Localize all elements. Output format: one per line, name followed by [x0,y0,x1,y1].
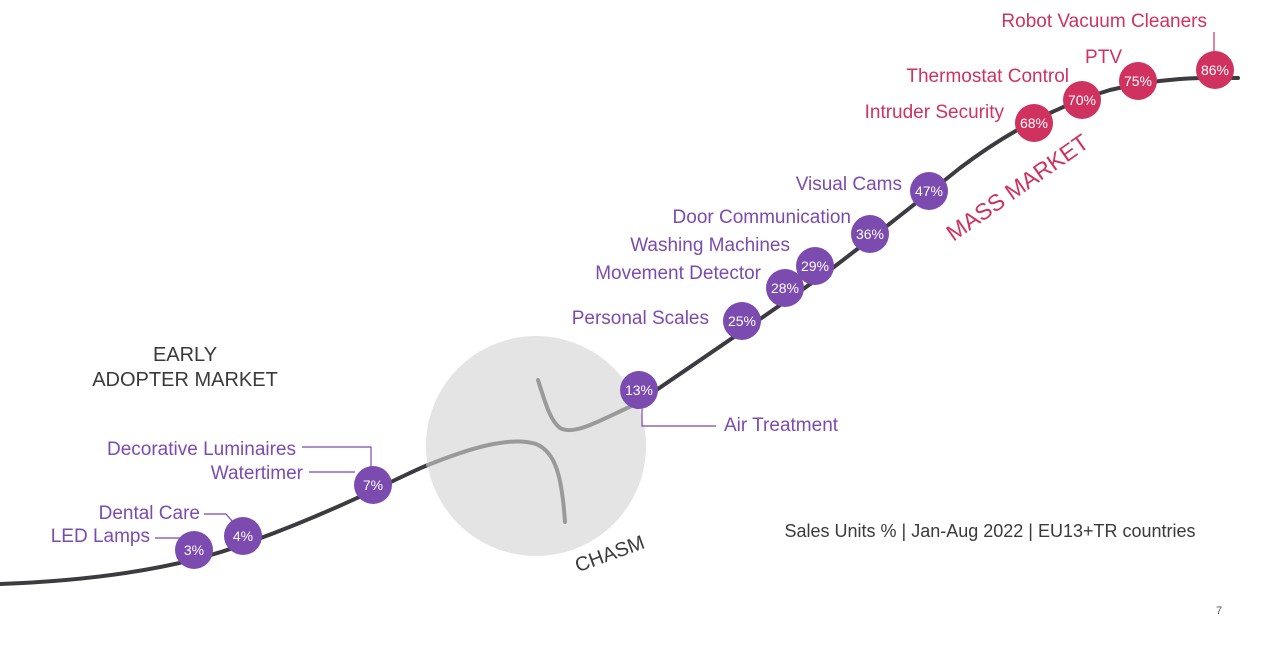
adoption-curve-chasm-rise [536,378,638,433]
point-share-ptv: 75% [1124,73,1152,89]
point-label-decorative-luminaires: Decorative Luminaires [107,439,296,460]
region-label-early-line2: ADOPTER MARKET [92,369,278,391]
adoption-curve-chasm [426,439,567,524]
point-share-washing-machines: 29% [801,258,829,274]
page-number: 7 [1216,605,1222,617]
product-points: 3% LED Lamps 4% Dental Care Decorative Lumin… [51,11,1234,569]
point-dot-washing-machines [796,247,834,285]
point-dot-ptv [1119,62,1157,100]
point-share-dental-care: 4% [233,528,253,544]
point-label-dental-care: Dental Care [99,503,200,524]
point-label-thermostat-control: Thermostat Control [906,66,1069,87]
point-label-visual-cams: Visual Cams [796,174,902,195]
point-label-ptv: PTV [1085,47,1122,68]
point-dot-dental-care [224,517,262,555]
point-dot-personal-scales [723,302,761,340]
point-dot-movement-detector [766,269,804,307]
point-label-movement-detector: Movement Detector [595,263,761,284]
point-label-watertimer: Watertimer [211,463,304,484]
point-label-personal-scales: Personal Scales [572,308,709,329]
point-share-watertimer: 7% [363,477,383,493]
point-label-led-lamps: LED Lamps [51,526,150,547]
point-dot-led-lamps [175,531,213,569]
leader-line-air-treatment [641,400,716,427]
point-share-personal-scales: 25% [728,313,756,329]
point-dot-door-communication [851,215,889,253]
region-label-mass-market: MASS MARKET [941,129,1093,246]
point-share-visual-cams: 47% [915,183,943,199]
caption: Sales Units % | Jan-Aug 2022 | EU13+TR c… [784,521,1195,541]
point-label-washing-machines: Washing Machines [630,235,790,256]
region-label-early-line1: EARLY [153,344,217,366]
point-share-thermostat-control: 70% [1068,92,1096,108]
point-label-intruder-security: Intruder Security [865,102,1005,123]
point-dot-visual-cams [910,172,948,210]
point-share-led-lamps: 3% [184,542,204,558]
point-label-door-communication: Door Communication [673,207,851,228]
point-share-intruder-security: 68% [1020,115,1048,131]
point-share-air-treatment: 13% [625,382,653,398]
point-dot-thermostat-control [1063,81,1101,119]
point-share-movement-detector: 28% [771,280,799,296]
point-label-air-treatment: Air Treatment [724,415,839,436]
adoption-curve-early [0,463,430,586]
point-dot-watertimer [354,466,392,504]
point-dot-intruder-security [1015,104,1053,142]
point-share-door-communication: 36% [856,226,884,242]
point-label-robot-vacuum-cleaners: Robot Vacuum Cleaners [1001,11,1207,32]
point-dot-air-treatment [620,371,658,409]
point-share-robot-vacuum-cleaners: 86% [1201,62,1229,78]
leader-line-decorative-luminaires [302,446,372,468]
point-dot-robot-vacuum-cleaners [1196,51,1234,89]
